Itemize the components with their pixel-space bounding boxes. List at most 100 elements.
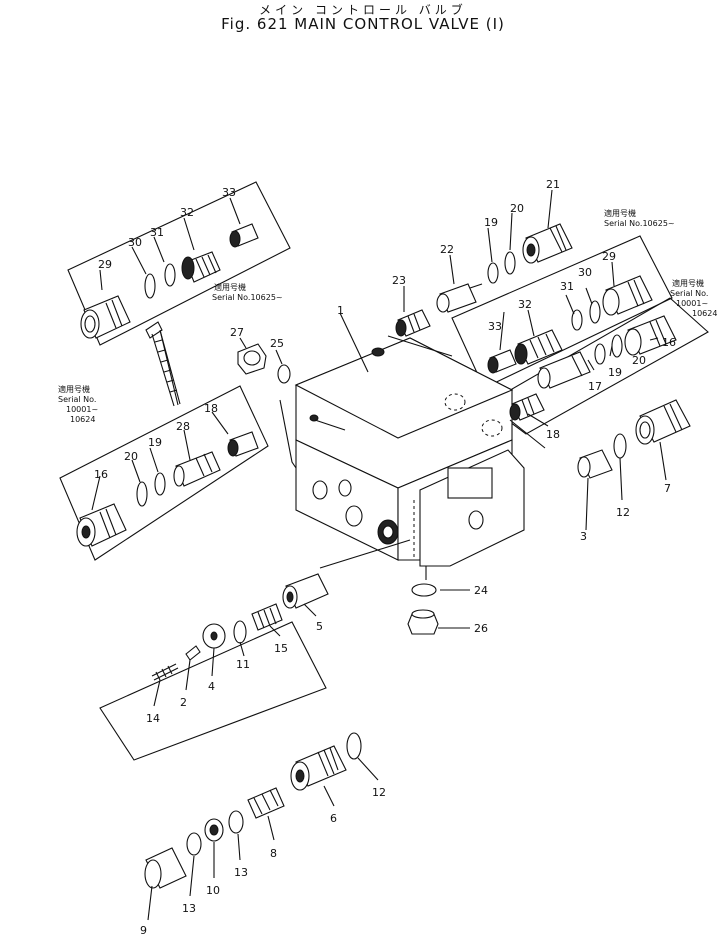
ring-19-top [487, 262, 499, 284]
svg-text:Serial No.10625~: Serial No.10625~ [212, 293, 283, 302]
cap-9 [144, 847, 187, 889]
oring-12-bottom [346, 732, 362, 760]
oring-24 [411, 583, 437, 597]
note-right-mid: 適用号機 Serial No. 10001~ 10624 [670, 278, 717, 318]
label-10: 10 [206, 884, 220, 897]
inset-frame-relief [99, 621, 327, 761]
label-30-right: 30 [578, 266, 592, 279]
label-19-left: 19 [148, 436, 162, 449]
label-27: 27 [230, 326, 244, 339]
label-30-left: 30 [128, 236, 142, 249]
label-15: 15 [274, 642, 288, 655]
leader-lines [159, 312, 546, 629]
poppet-33-right [487, 349, 517, 374]
svg-text:適用号機: 適用号機 [58, 384, 90, 394]
plug-27 [237, 343, 267, 375]
oring-20-left [136, 481, 148, 507]
long-bolt [145, 321, 181, 407]
plug-16-right [624, 315, 677, 356]
label-19-top: 19 [484, 216, 498, 229]
svg-text:Serial No.: Serial No. [58, 395, 96, 404]
label-26: 26 [474, 622, 488, 635]
label-33-right: 33 [488, 320, 502, 333]
ring-19-left [154, 472, 166, 496]
poppet-22 [436, 283, 483, 313]
spring-15 [251, 603, 283, 631]
spring-8 [247, 787, 285, 819]
nut-10 [204, 818, 224, 842]
spring-18-left [227, 431, 259, 457]
spring-32-right [514, 329, 563, 365]
label-7: 7 [664, 482, 671, 495]
piston-4 [202, 623, 226, 649]
label-11: 11 [236, 658, 250, 671]
poppet-17 [537, 351, 591, 389]
svg-text:適用号機: 適用号機 [604, 208, 636, 218]
oring-30-left [144, 273, 156, 299]
poppet-33-left [229, 223, 259, 248]
plug-6 [290, 745, 347, 791]
poppet-28 [173, 451, 221, 487]
label-3: 3 [580, 530, 587, 543]
note-left-mid: 適用号機 Serial No. 10001~ 10624 [58, 384, 98, 424]
ring-31-right [571, 309, 583, 331]
label-28: 28 [176, 420, 190, 433]
label-22: 22 [440, 243, 454, 256]
label-ticks [91, 189, 667, 921]
label-25: 25 [270, 337, 284, 350]
plug-26 [407, 609, 439, 635]
ring-31-left [164, 263, 176, 287]
oring-12-right [613, 433, 627, 459]
label-16-right: 16 [662, 336, 676, 349]
label-23: 23 [392, 274, 406, 287]
label-18-right: 18 [546, 428, 560, 441]
figure-title-japanese: メイン コントロール バルブ [259, 3, 467, 17]
svg-text:適用号機: 適用号機 [214, 282, 246, 292]
label-13-lower: 13 [182, 902, 196, 915]
sleeve-5 [282, 573, 329, 609]
label-9: 9 [140, 924, 147, 937]
svg-text:10624: 10624 [692, 309, 717, 318]
label-14: 14 [146, 712, 160, 725]
ring-19-right [594, 343, 606, 365]
main-valve-body [294, 337, 525, 567]
label-12-right: 12 [616, 506, 630, 519]
label-1: 1 [337, 304, 344, 317]
label-21: 21 [546, 178, 560, 191]
label-33-left: 33 [222, 186, 236, 199]
plug-21 [522, 223, 573, 264]
svg-text:Serial No.10625~: Serial No.10625~ [604, 219, 675, 228]
part-labels: 1 29 30 31 32 33 27 25 16 20 19 28 18 23… [94, 178, 676, 937]
spring-14 [151, 663, 179, 681]
svg-text:Serial No.: Serial No. [670, 289, 708, 298]
spring-18-right [509, 393, 545, 421]
label-24: 24 [474, 584, 488, 597]
ring-11 [233, 620, 247, 644]
ring-13-lower [186, 832, 202, 856]
svg-text:10624: 10624 [70, 415, 95, 424]
ring-2 [185, 645, 201, 661]
oring-30-right [589, 300, 601, 324]
label-2: 2 [180, 696, 187, 709]
label-31-left: 31 [150, 226, 164, 239]
label-4: 4 [208, 680, 215, 693]
oring-20-top [504, 251, 516, 275]
label-12-bottom: 12 [372, 786, 386, 799]
label-20-top: 20 [510, 202, 524, 215]
label-16-left: 16 [94, 468, 108, 481]
plug-16-left [76, 503, 127, 547]
label-19-right: 19 [608, 366, 622, 379]
label-17: 17 [588, 380, 602, 393]
plug-3 [577, 449, 613, 479]
label-8: 8 [270, 847, 277, 860]
label-13-upper: 13 [234, 866, 248, 879]
spring-23 [395, 309, 431, 337]
ring-13-upper [228, 810, 244, 834]
label-31-right: 31 [560, 280, 574, 293]
label-20-right: 20 [632, 354, 646, 367]
spring-32-left [181, 251, 221, 283]
label-32-left: 32 [180, 206, 194, 219]
svg-text:10001~: 10001~ [676, 299, 708, 308]
label-18-left: 18 [204, 402, 218, 415]
